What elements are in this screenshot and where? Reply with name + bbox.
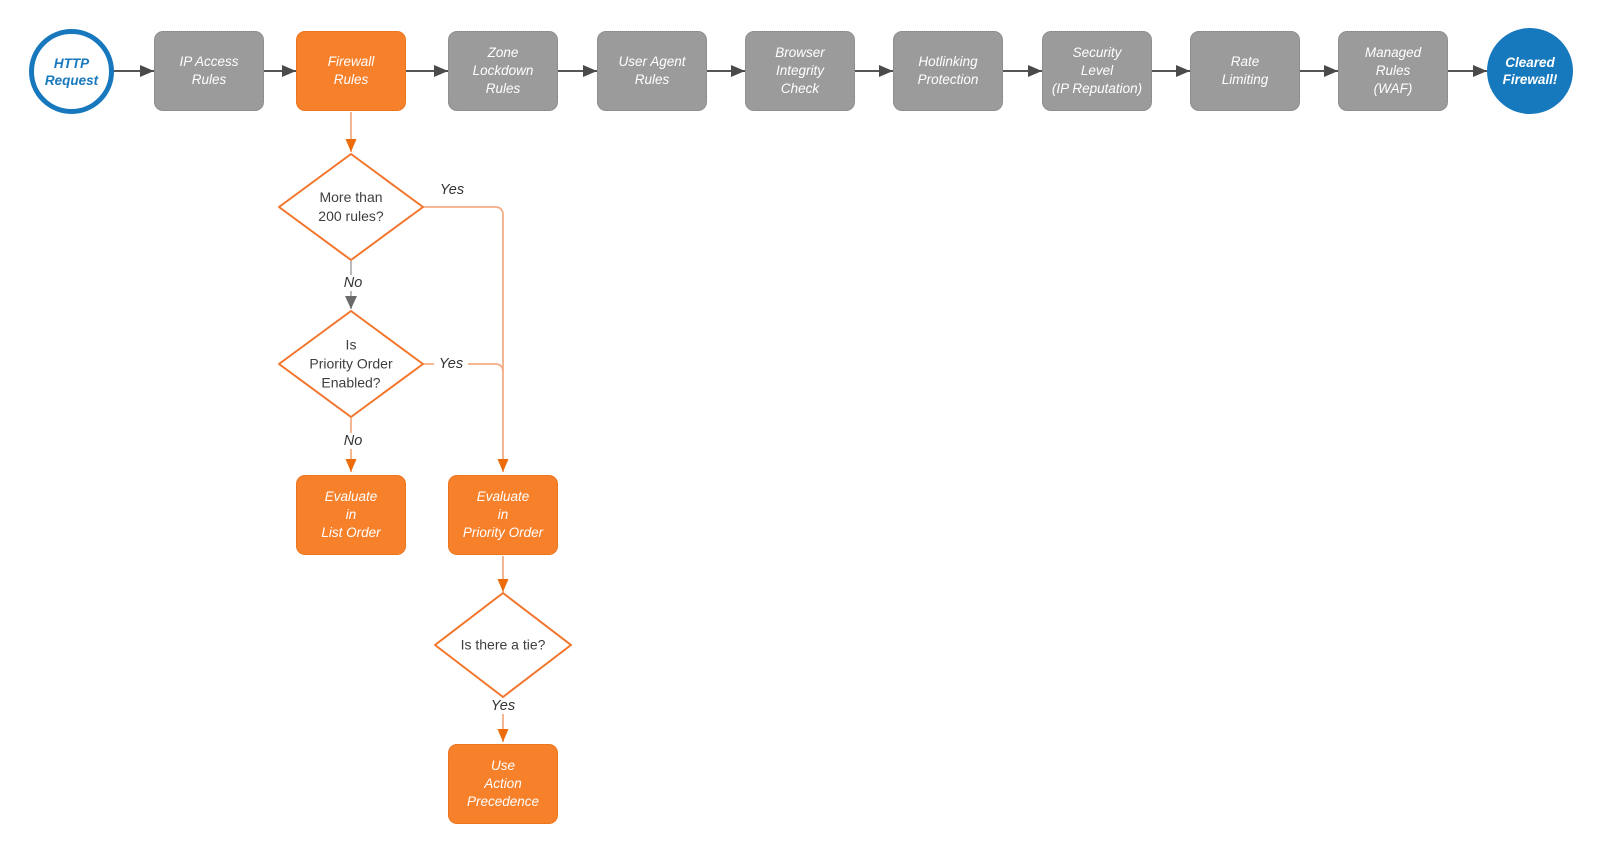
node-rate-limiting-label: Rate Limiting xyxy=(1221,54,1269,87)
edge-label-no-more-than-200: No xyxy=(338,275,368,291)
node-hotlinking-protection: Hotlinking Protection xyxy=(893,31,1003,111)
diamond-more-than-200-rules-shape xyxy=(278,153,424,261)
node-browser-integrity-check: Browser Integrity Check xyxy=(745,31,855,111)
node-use-action-precedence-label: Use Action Precedence xyxy=(466,758,540,809)
edge-yes-decision1-to-priority xyxy=(423,206,509,472)
decision-priority-order-enabled: Is Priority Order Enabled? xyxy=(309,336,393,391)
node-firewall-rules-label: Firewall Rules xyxy=(327,54,375,87)
node-security-level: Security Level (IP Reputation) xyxy=(1042,31,1152,111)
edge-label-yes-tie: Yes xyxy=(490,698,516,714)
node-rate-limiting: Rate Limiting xyxy=(1190,31,1300,111)
edge-yes-decision2-join xyxy=(423,363,504,373)
decision-more-than-200-rules: More than 200 rules? xyxy=(318,189,384,224)
edge-label-yes-priority-enabled: Yes xyxy=(433,356,469,372)
edge-label-yes-more-than-200: Yes xyxy=(439,182,465,198)
decision-is-there-a-tie: Is there a tie? xyxy=(460,636,546,653)
node-evaluate-priority-order-label: Evaluate in Priority Order xyxy=(462,489,544,540)
diamond-priority-order-enabled-shape xyxy=(278,310,424,418)
node-user-agent-rules-label: User Agent Rules xyxy=(618,54,686,87)
node-http-request-label: HTTP Request xyxy=(44,55,99,88)
edge-label-no-priority-enabled: No xyxy=(338,433,368,449)
node-managed-rules-waf: Managed Rules (WAF) xyxy=(1338,31,1448,111)
diamond-is-there-a-tie-shape xyxy=(434,592,572,698)
node-use-action-precedence: Use Action Precedence xyxy=(448,744,558,824)
node-cleared-firewall-label: Cleared Firewall! xyxy=(1502,55,1558,87)
node-managed-rules-waf-label: Managed Rules (WAF) xyxy=(1364,45,1422,96)
node-evaluate-priority-order: Evaluate in Priority Order xyxy=(448,475,558,555)
node-firewall-rules: Firewall Rules xyxy=(296,31,406,111)
node-zone-lockdown-rules-label: Zone Lockdown Rules xyxy=(472,45,534,96)
node-http-request: HTTP Request xyxy=(29,29,114,114)
node-ip-access-rules-label: IP Access Rules xyxy=(179,54,239,87)
node-browser-integrity-check-label: Browser Integrity Check xyxy=(775,45,825,96)
node-zone-lockdown-rules: Zone Lockdown Rules xyxy=(448,31,558,111)
node-ip-access-rules: IP Access Rules xyxy=(154,31,264,111)
node-user-agent-rules: User Agent Rules xyxy=(597,31,707,111)
node-security-level-label: Security Level (IP Reputation) xyxy=(1051,45,1143,96)
node-evaluate-list-order-label: Evaluate in List Order xyxy=(321,489,381,540)
node-evaluate-list-order: Evaluate in List Order xyxy=(296,475,406,555)
node-cleared-firewall: Cleared Firewall! xyxy=(1487,28,1573,114)
node-hotlinking-protection-label: Hotlinking Protection xyxy=(917,54,979,87)
